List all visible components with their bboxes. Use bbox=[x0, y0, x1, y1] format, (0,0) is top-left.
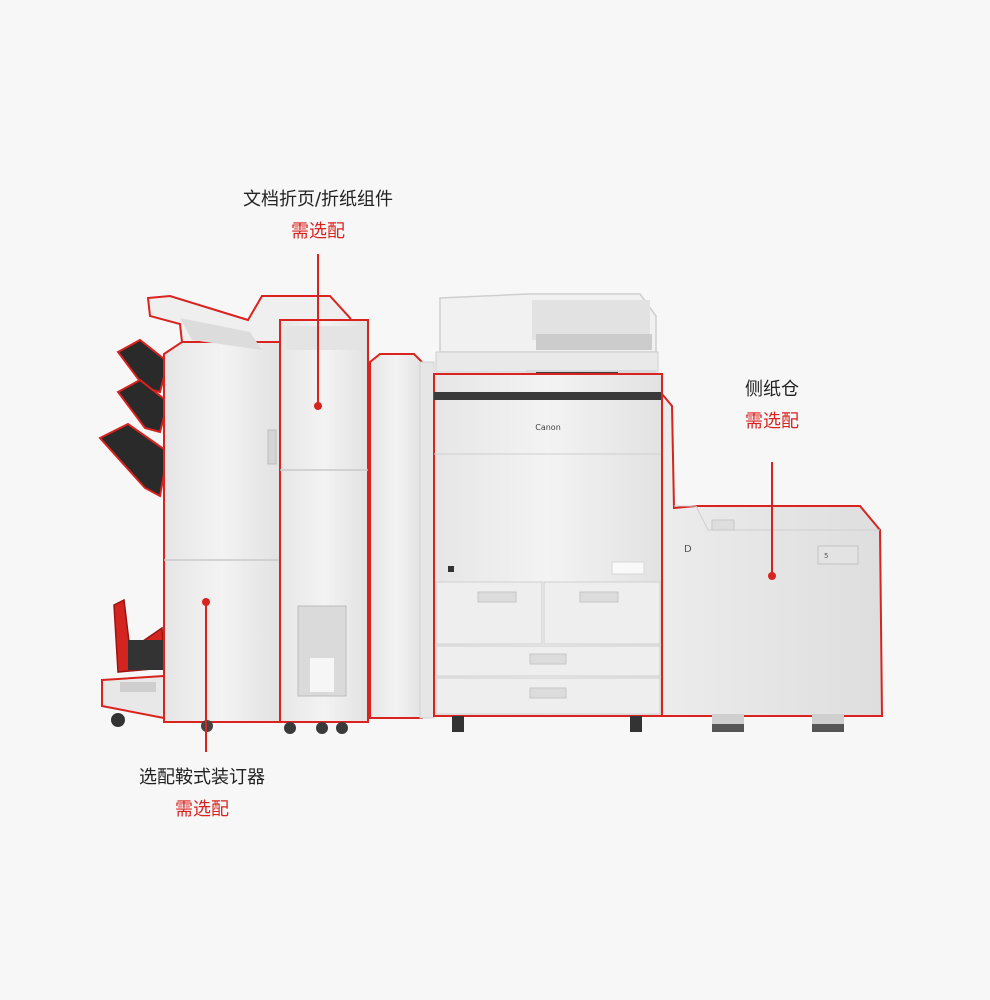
callout-lines bbox=[202, 254, 776, 752]
finisher-output-trays bbox=[98, 338, 221, 500]
folding-unit-requirement: 需选配 bbox=[291, 221, 345, 242]
side-deck-letter: D bbox=[684, 544, 692, 555]
brand-logo: Canon bbox=[535, 423, 561, 432]
booklet-tray bbox=[113, 598, 168, 673]
side-paper-deck-requirement: 需选配 bbox=[745, 411, 799, 432]
callout-dot-folding-unit bbox=[314, 402, 322, 410]
saddle-finisher-name: 选配鞍式装订器 bbox=[139, 767, 265, 788]
buffer-pass bbox=[369, 353, 435, 719]
saddle-finisher bbox=[98, 338, 281, 732]
callout-dot-side-deck bbox=[768, 572, 776, 580]
callout-side-paper-deck: 侧纸仓 需选配 bbox=[712, 378, 832, 434]
saddle-finisher-requirement: 需选配 bbox=[175, 799, 229, 820]
svg-text:5: 5 bbox=[824, 552, 828, 560]
folding-unit bbox=[146, 294, 369, 734]
folding-unit-name: 文档折页/折纸组件 bbox=[242, 189, 394, 210]
callout-saddle-finisher: 选配鞍式装订器 需选配 bbox=[114, 766, 290, 822]
paper-drawers bbox=[435, 581, 661, 715]
callout-folding-unit: 文档折页/折纸组件 需选配 bbox=[218, 188, 418, 244]
main-engine: Canon bbox=[433, 293, 663, 732]
callout-dot-finisher bbox=[202, 598, 210, 606]
side-paper-deck-name: 侧纸仓 bbox=[745, 379, 799, 400]
finisher-body bbox=[163, 341, 281, 723]
